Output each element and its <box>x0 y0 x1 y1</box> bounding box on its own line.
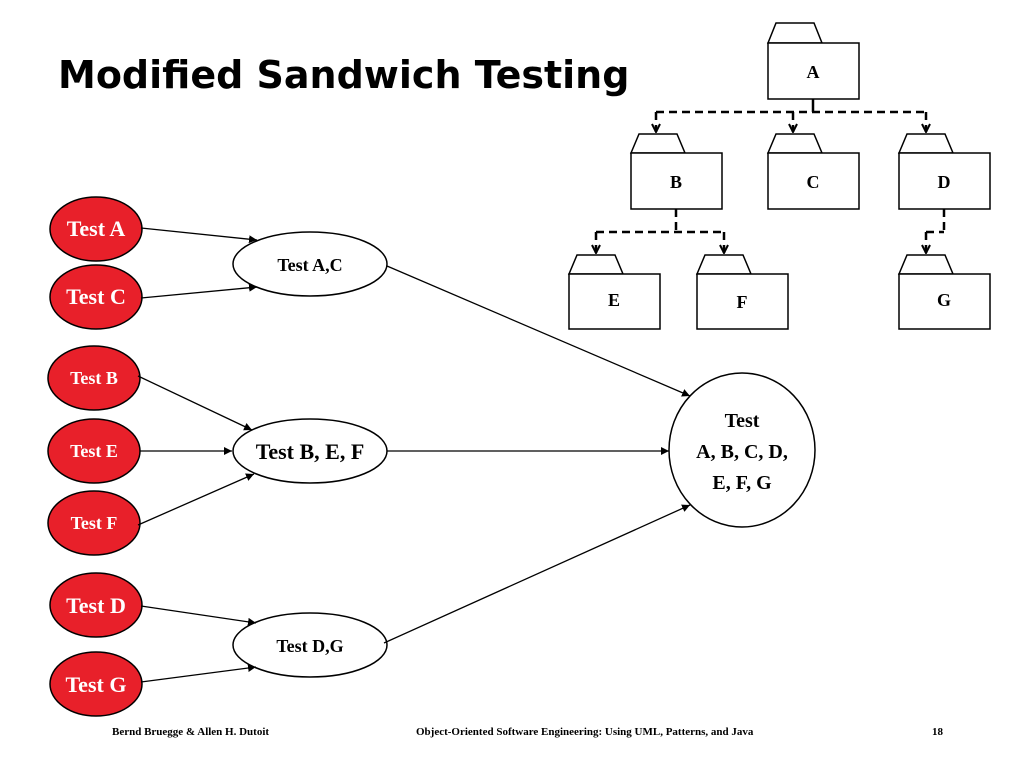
test-c-label: Test C <box>66 284 126 309</box>
test-a-label: Test A <box>67 216 126 241</box>
test-f-label: Test F <box>71 513 118 533</box>
arrow-test-g-to-dg <box>140 664 257 683</box>
test-bef-label: Test B, E, F <box>256 439 365 464</box>
test-b-label: Test B <box>70 368 118 388</box>
package-c <box>766 133 860 210</box>
dependency-edges <box>596 99 946 253</box>
package-e <box>567 254 661 330</box>
arrow-dg-to-all <box>383 504 691 644</box>
footer-authors: Bernd Bruegge & Allen H. Dutoit <box>112 726 269 738</box>
arrow-test-b-to-bef <box>137 375 253 431</box>
test-all-node <box>668 372 816 528</box>
package-e-label: E <box>608 290 620 310</box>
test-all-label-line3: E, F, G <box>712 472 772 494</box>
package-f-label: F <box>737 292 748 312</box>
page-title: Modified Sandwich Testing <box>58 53 629 97</box>
test-b-node <box>47 345 141 411</box>
package-c-label: C <box>807 172 820 192</box>
test-dg-node <box>232 612 388 678</box>
package-g <box>897 254 991 330</box>
test-d-node <box>49 572 143 638</box>
test-all-label-line2: A, B, C, D, <box>696 441 788 463</box>
test-a-node <box>49 196 143 262</box>
test-all-label-line1: Test <box>725 410 760 432</box>
test-c-node <box>49 264 143 330</box>
package-f <box>695 254 789 330</box>
arrow-test-c-to-ac <box>140 283 258 299</box>
test-d-label: Test D <box>66 593 126 618</box>
test-e-label: Test E <box>70 441 118 461</box>
footer-page-number: 18 <box>932 726 944 738</box>
test-ac-label: Test A,C <box>277 255 342 275</box>
test-f-node <box>47 490 141 556</box>
test-flow-arrows <box>137 227 691 683</box>
test-g-node <box>49 651 143 717</box>
arrow-test-f-to-bef <box>137 473 255 526</box>
package-d-label: D <box>938 172 951 192</box>
package-d <box>897 133 991 210</box>
arrow-test-d-to-dg <box>140 605 257 626</box>
arrow-ac-to-all <box>386 265 691 397</box>
combined-tests <box>232 231 816 678</box>
package-g-label: G <box>937 290 951 310</box>
package-a <box>766 22 860 100</box>
package-b-label: B <box>670 172 682 192</box>
unit-tests <box>47 196 143 717</box>
test-g-label: Test G <box>66 672 127 697</box>
package-a-label: A <box>807 62 820 82</box>
footer-book-title: Object-Oriented Software Engineering: Us… <box>416 726 754 738</box>
test-dg-label: Test D,G <box>276 636 343 656</box>
arrow-test-a-to-ac <box>140 227 258 244</box>
test-ac-node <box>232 231 388 297</box>
package-tree <box>567 22 991 330</box>
